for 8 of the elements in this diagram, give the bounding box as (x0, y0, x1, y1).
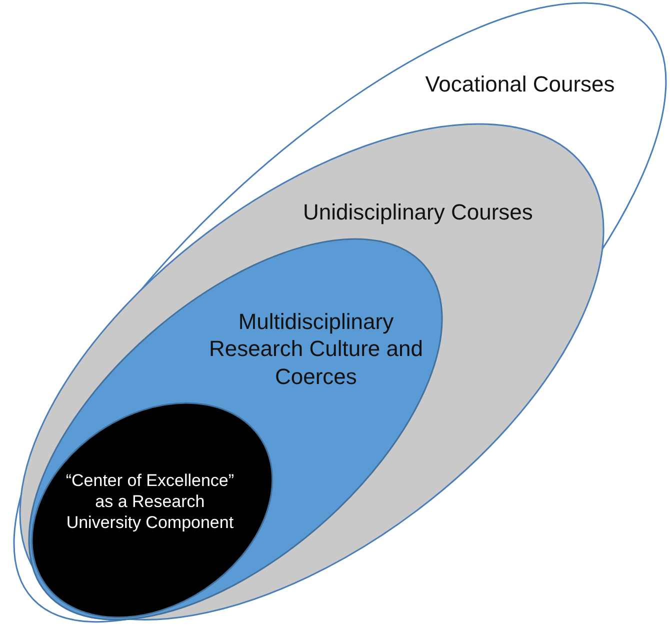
oval-region (29, 238, 442, 620)
region-label: Multidisciplinary Research Culture and Coerces (208, 308, 424, 390)
region-label: “Center of Excellence” as a Research University Component (64, 470, 235, 534)
oval-region (20, 124, 604, 620)
oval-region (14, 2, 666, 622)
oval-region (32, 402, 272, 618)
region-label: Unidisciplinary Courses (302, 198, 534, 226)
region-label: Vocational Courses (424, 70, 616, 98)
